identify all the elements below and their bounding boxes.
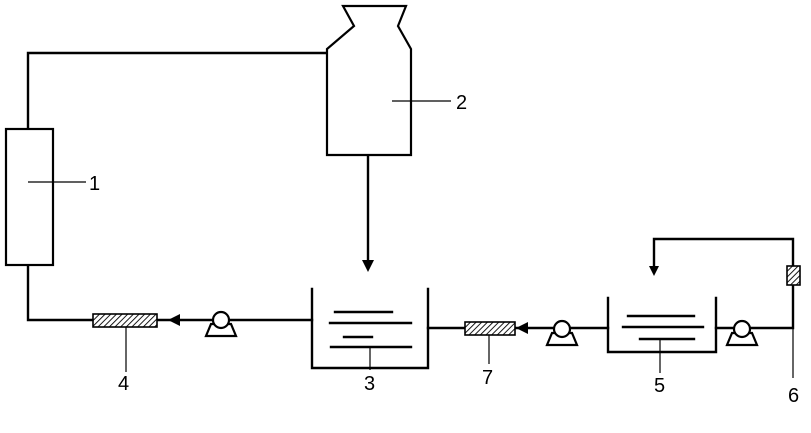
pump-middle: [545, 319, 579, 347]
pump-head: [732, 319, 752, 339]
arrow-left-to-filter-4: [168, 314, 180, 326]
pump-left: [204, 310, 238, 338]
pipe-return-loop: [652, 237, 795, 270]
tank-3: [310, 287, 430, 370]
pipe-right-tank-outlet: [714, 283, 795, 330]
pump-head: [552, 319, 572, 339]
label-filter-7: 7: [482, 367, 493, 389]
bottle-2: [325, 4, 413, 157]
label-bottle-2: 2: [456, 92, 467, 114]
label-filter-4: 4: [118, 373, 129, 395]
arrow-left-to-filter-7: [516, 322, 528, 334]
arrow-down-into-tank: [362, 260, 374, 272]
pipe-tank-to-column: [26, 263, 314, 322]
arrow-down-return: [649, 266, 659, 276]
label-tank-5: 5: [654, 375, 665, 397]
tank-5: [606, 296, 718, 373]
label-column-1: 1: [89, 173, 100, 195]
pump-head: [211, 310, 231, 330]
label-filter-6: 6: [788, 385, 799, 407]
column-1: [4, 127, 55, 267]
filter-4: [92, 313, 158, 328]
filter-6: [786, 265, 801, 286]
pump-right: [725, 319, 759, 347]
tank-5-walls: [606, 296, 718, 354]
label-tank-3: 3: [364, 373, 375, 395]
filter-7: [464, 321, 516, 336]
pipe-column-to-bottle: [26, 51, 332, 131]
